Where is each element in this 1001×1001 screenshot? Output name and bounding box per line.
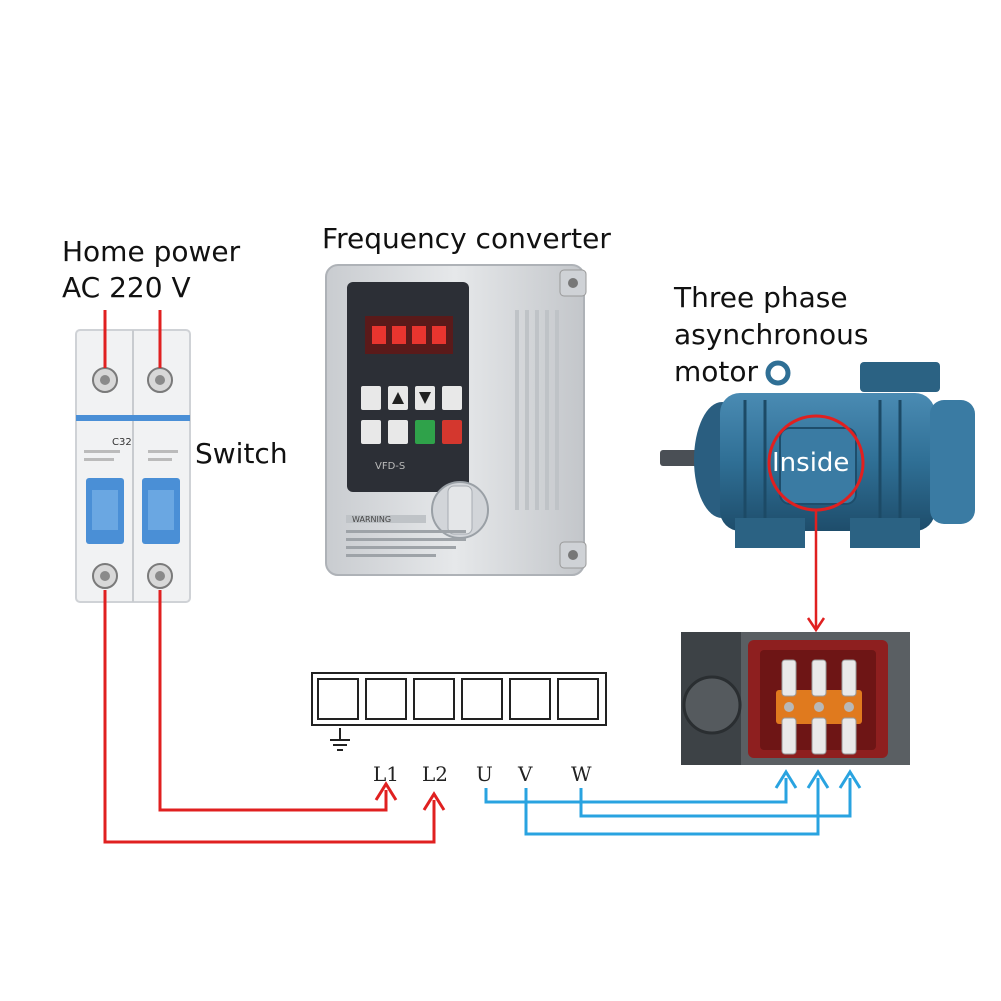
inside-label: Inside xyxy=(772,448,850,478)
motor-label-line2: asynchronous xyxy=(674,318,869,351)
motor-terminal-box xyxy=(681,632,910,765)
terminal-v-label: V xyxy=(518,762,533,786)
three-phase-motor xyxy=(660,360,975,548)
terminal-l2-label: L2 xyxy=(422,762,449,786)
converter-model: VFD-S xyxy=(375,461,405,472)
frequency-converter xyxy=(325,264,587,576)
terminal-w-label: W xyxy=(571,762,592,786)
switch-label: Switch xyxy=(195,437,288,470)
terminal-u-label: U xyxy=(476,762,493,786)
motor-wires xyxy=(484,769,862,836)
circuit-breaker xyxy=(75,329,191,603)
power-wires xyxy=(103,590,446,844)
converter-warning: WARNING xyxy=(352,515,391,524)
terminal-l1-label: L1 xyxy=(373,762,400,786)
ground-icon xyxy=(330,728,350,751)
terminal-block xyxy=(311,672,607,726)
ac-voltage-label: AC 220 V xyxy=(62,271,191,304)
motor-label-line3: motor xyxy=(674,355,759,388)
motor-label-line1: Three phase xyxy=(674,281,848,314)
breaker-rating: C32 xyxy=(112,437,132,448)
converter-label: Frequency converter xyxy=(322,222,611,255)
home-power-label: Home power xyxy=(62,235,241,268)
